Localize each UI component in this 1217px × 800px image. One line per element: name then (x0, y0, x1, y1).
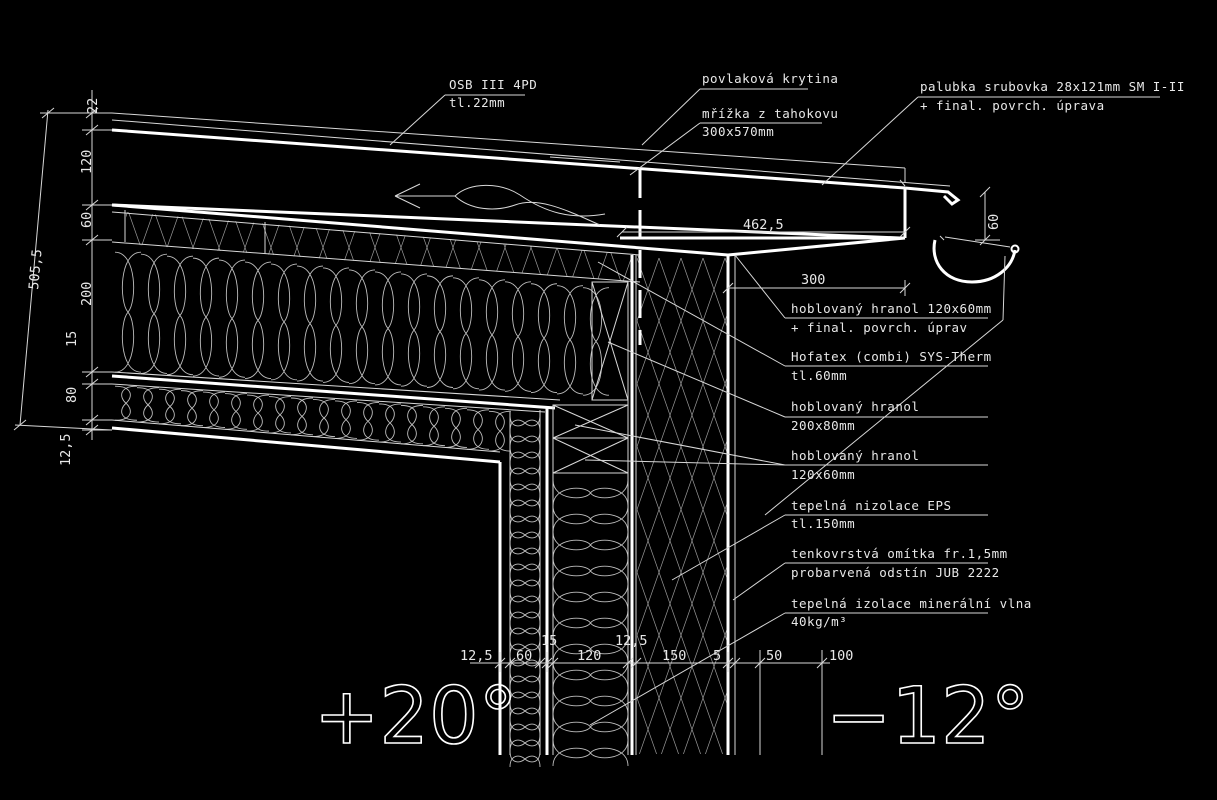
dim-300: 300 (801, 272, 825, 288)
material-labels: OSB III 4PD tl.22mm povlaková krytina mř… (449, 71, 1185, 629)
dimension-lines (13, 90, 1000, 755)
dim-h-12-5b: 12,5 (615, 633, 648, 649)
ventilation-arrow (394, 183, 606, 226)
label-eps-2: tl.150mm (791, 516, 855, 531)
dim-462-5: 462,5 (743, 217, 784, 233)
temperature-outside: −12° (826, 672, 1030, 762)
label-mineral-2: 40kg/m³ (791, 614, 847, 629)
label-omitka-2: probarvená odstín JUB 2222 (791, 565, 1000, 580)
dim-v-12-5: 12,5 (58, 433, 74, 466)
dim-h-100: 100 (829, 648, 853, 664)
eps-hatch-pattern (637, 258, 727, 754)
dim-h-5: 5 (713, 648, 721, 664)
gutter-detail (932, 235, 1020, 284)
dim-h-15: 15 (541, 633, 557, 649)
dim-v-505-5: 505,5 (26, 248, 45, 290)
dim-v-80: 80 (64, 387, 80, 403)
dim-v-60: 60 (79, 212, 95, 228)
label-mrizka-2: 300x570mm (702, 124, 774, 139)
dim-h-60: 60 (516, 648, 532, 664)
roof-insulation-pattern (114, 251, 610, 396)
dim-60-gutter: 60 (986, 214, 1002, 230)
dim-h-150: 150 (662, 648, 686, 664)
dim-v-15: 15 (64, 331, 80, 347)
dim-v-200: 200 (79, 282, 95, 306)
label-hranol-small-1: hoblovaný hranol 120x60mm (791, 301, 992, 316)
dim-v-22: 22 (85, 98, 101, 114)
label-hranol-120-2: 120x60mm (791, 467, 855, 482)
label-eps-1: tepelná nizolace EPS (791, 498, 952, 513)
label-povlakova: povlaková krytina (702, 71, 838, 86)
label-hranol-200-1: hoblovaný hranol (791, 399, 919, 414)
leader-lines (389, 88, 1160, 726)
temperature-inside: +20° (314, 672, 518, 762)
dim-v-120: 120 (79, 150, 95, 174)
label-hofatex-2: tl.60mm (791, 368, 847, 383)
temperature-labels: +20° −12° (313, 671, 1030, 763)
dim-h-50: 50 (766, 648, 782, 664)
label-hranol-200-2: 200x80mm (791, 418, 855, 433)
dim-h-12-5a: 12,5 (460, 648, 493, 664)
wall-insulation-pattern (509, 414, 629, 768)
label-hofatex-1: Hofatex (combi) SYS-Therm (791, 349, 992, 364)
label-osb-1: OSB III 4PD (449, 77, 537, 92)
label-hranol-120-1: hoblovaný hranol (791, 448, 919, 463)
label-mrizka-1: mřížka z tahokovu (702, 106, 838, 121)
label-palubka-2: + final. povrch. úprava (920, 98, 1105, 113)
label-osb-2: tl.22mm (449, 95, 505, 110)
label-palubka-1: palubka srubovka 28x121mm SM I-II (920, 79, 1185, 94)
wall-structure (498, 170, 642, 755)
label-hranol-small-2: + final. povrch. úprav (791, 320, 968, 335)
label-omitka-1: tenkovrstvá omítka fr.1,5mm (791, 546, 1008, 561)
label-mineral-1: tepelná izolace minerální vlna (791, 596, 1032, 611)
dim-h-120: 120 (577, 648, 601, 664)
dimension-labels: 22 120 60 200 15 80 12,5 505,5 12,5 60 1… (26, 98, 1002, 664)
ceiling-insulation-pattern (114, 385, 512, 452)
